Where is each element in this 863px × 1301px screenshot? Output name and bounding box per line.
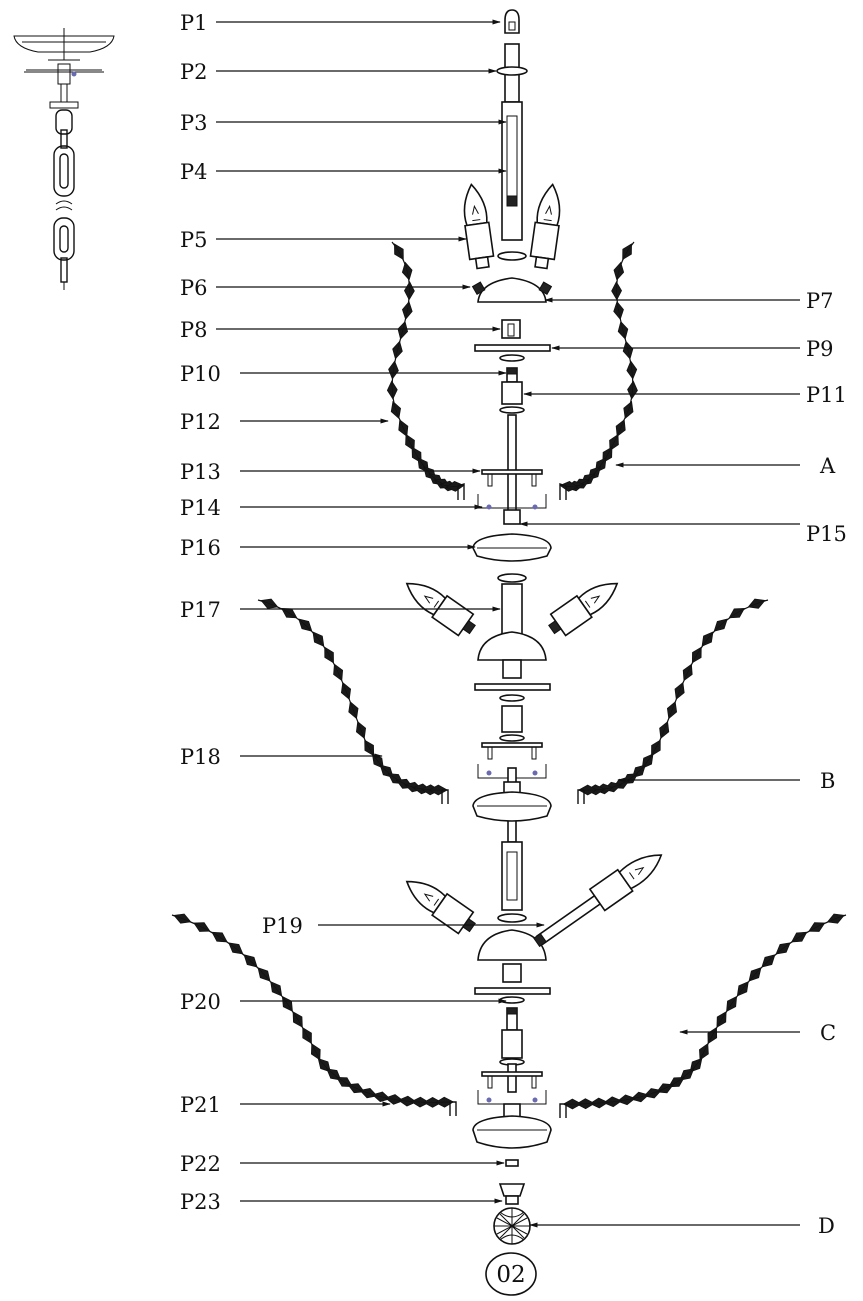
label-p9: P9 <box>806 337 834 361</box>
label-c: C <box>820 1021 836 1045</box>
label-a: A <box>819 454 836 478</box>
label-p23: P23 <box>180 1190 221 1214</box>
label-p11: P11 <box>806 383 847 407</box>
label-p14: P14 <box>180 496 221 520</box>
central-stem <box>472 9 552 1245</box>
arm-b-right <box>577 598 769 804</box>
label-p13: P13 <box>180 460 221 484</box>
tier2-bulbs <box>405 582 619 637</box>
label-p16: P16 <box>180 536 221 560</box>
label-p20: P20 <box>180 990 221 1014</box>
label-p15: P15 <box>806 522 847 546</box>
arm-a-right <box>559 241 638 500</box>
label-p8: P8 <box>180 318 208 342</box>
label-p4: P4 <box>180 160 208 184</box>
arm-c-right <box>559 913 847 1118</box>
tier1-bulbs <box>463 183 561 296</box>
page-number-badge: 02 <box>485 1252 537 1296</box>
label-p5: P5 <box>180 228 208 252</box>
label-p17: P17 <box>180 598 221 622</box>
label-p6: P6 <box>180 276 208 300</box>
arm-a-left <box>386 241 465 500</box>
arm-b-left <box>257 598 449 804</box>
inset-canopy-chain <box>13 28 115 290</box>
arm-c-left <box>171 913 457 1116</box>
label-p3: P3 <box>180 111 208 135</box>
label-d: D <box>818 1214 835 1238</box>
crystal-arms <box>171 241 847 1118</box>
label-p12: P12 <box>180 410 221 434</box>
label-p7: P7 <box>806 289 834 313</box>
label-p19: P19 <box>262 914 303 938</box>
label-b: B <box>820 769 835 793</box>
leader-lines <box>216 19 800 1228</box>
label-p22: P22 <box>180 1152 221 1176</box>
label-p18: P18 <box>180 745 221 769</box>
label-p1: P1 <box>180 11 208 35</box>
page-number: 02 <box>496 1262 525 1288</box>
tier3-bulbs <box>405 854 663 948</box>
label-p10: P10 <box>180 362 221 386</box>
part-labels: P1 P2 P3 P4 P5 P6 P7 P8 P9 P10 P11 P12 A… <box>180 11 847 1238</box>
label-p2: P2 <box>180 60 208 84</box>
label-p21: P21 <box>180 1093 221 1117</box>
